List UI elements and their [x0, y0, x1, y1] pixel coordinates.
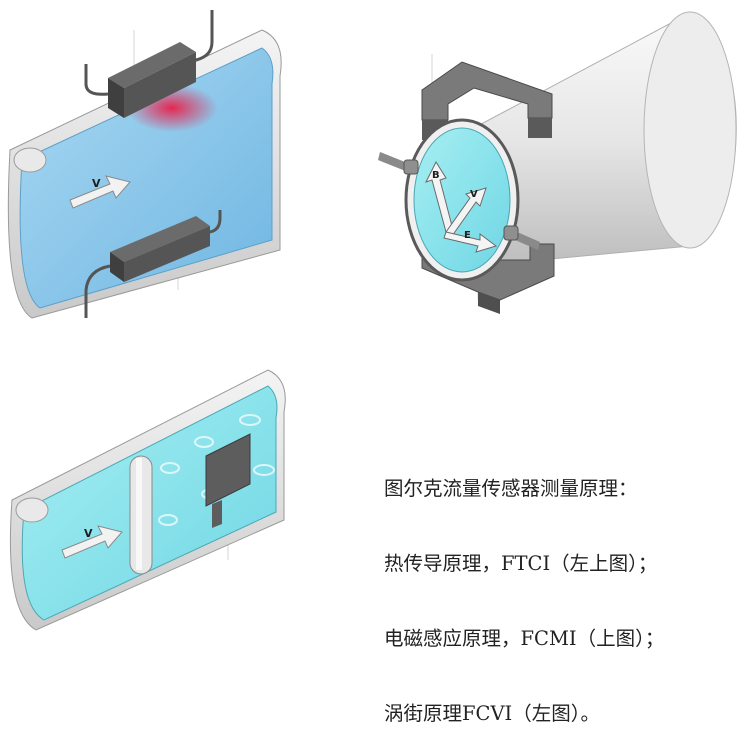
field-b-label: B	[432, 170, 440, 181]
thermal-sensor-illustration: V	[7, 10, 282, 319]
velocity-label: V	[84, 527, 93, 540]
flow-sensor-diagram: V B V E	[7, 10, 737, 631]
caption-line-title: 图尔克流量传感器测量原理：	[384, 477, 638, 500]
caption-line-electromagnetic: 电磁感应原理，FCMI（上图）；	[384, 627, 665, 650]
voltage-e-label: E	[464, 230, 471, 241]
velocity-label: V	[92, 177, 101, 190]
velocity-label: V	[470, 189, 478, 200]
vortex-sensor-illustration: V	[9, 369, 286, 631]
caption-line-thermal: 热传导原理，FTCI（左上图）；	[384, 552, 658, 575]
electromagnetic-sensor-illustration: B V E	[378, 11, 737, 314]
principle-caption: 图尔克流量传感器测量原理： 热传导原理，FTCI（左上图）； 电磁感应原理，FC…	[384, 426, 734, 751]
caption-line-vortex: 涡街原理FCVI（左图）。	[384, 702, 600, 725]
